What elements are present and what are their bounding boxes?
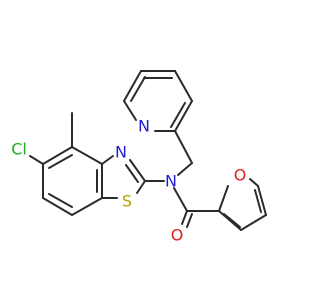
- bond: [174, 100, 193, 132]
- bond: [181, 210, 188, 225]
- bond: [173, 187, 188, 212]
- bond: [174, 70, 193, 102]
- bond: [249, 178, 259, 187]
- bond: [48, 154, 73, 169]
- bond: [177, 162, 193, 176]
- bond: [101, 155, 114, 165]
- atom-label-cl: Cl: [11, 140, 27, 159]
- bond: [170, 102, 186, 128]
- bond: [48, 193, 73, 208]
- bond: [129, 159, 146, 182]
- molecule-diagram: Cl N S N N O O: [11, 70, 267, 245]
- atom-label-layer: Cl N S N N O O: [11, 117, 246, 245]
- bond: [125, 164, 139, 183]
- bond: [42, 146, 73, 165]
- bond-layer: [29, 70, 267, 231]
- atom-label-s-thiazole: S: [122, 192, 132, 211]
- bond: [71, 197, 103, 216]
- bond: [218, 210, 242, 231]
- bond: [130, 76, 146, 102]
- bond: [42, 197, 73, 216]
- bond: [136, 180, 146, 194]
- bond: [240, 214, 267, 231]
- bond: [186, 213, 193, 228]
- atom-label-n-thiazole: N: [115, 143, 127, 162]
- bond: [257, 185, 267, 216]
- bond: [123, 100, 137, 121]
- bond: [71, 146, 103, 165]
- bond: [123, 70, 142, 102]
- bond: [254, 189, 262, 213]
- bond: [29, 155, 44, 165]
- atom-label-o-carbonyl: O: [171, 226, 184, 245]
- atom-label-o-furan: O: [234, 166, 247, 185]
- atom-label-n-amide: N: [165, 172, 177, 191]
- bond: [223, 213, 241, 228]
- bond: [218, 185, 229, 212]
- atom-label-n-pyridine: N: [138, 117, 150, 136]
- bond: [174, 130, 193, 164]
